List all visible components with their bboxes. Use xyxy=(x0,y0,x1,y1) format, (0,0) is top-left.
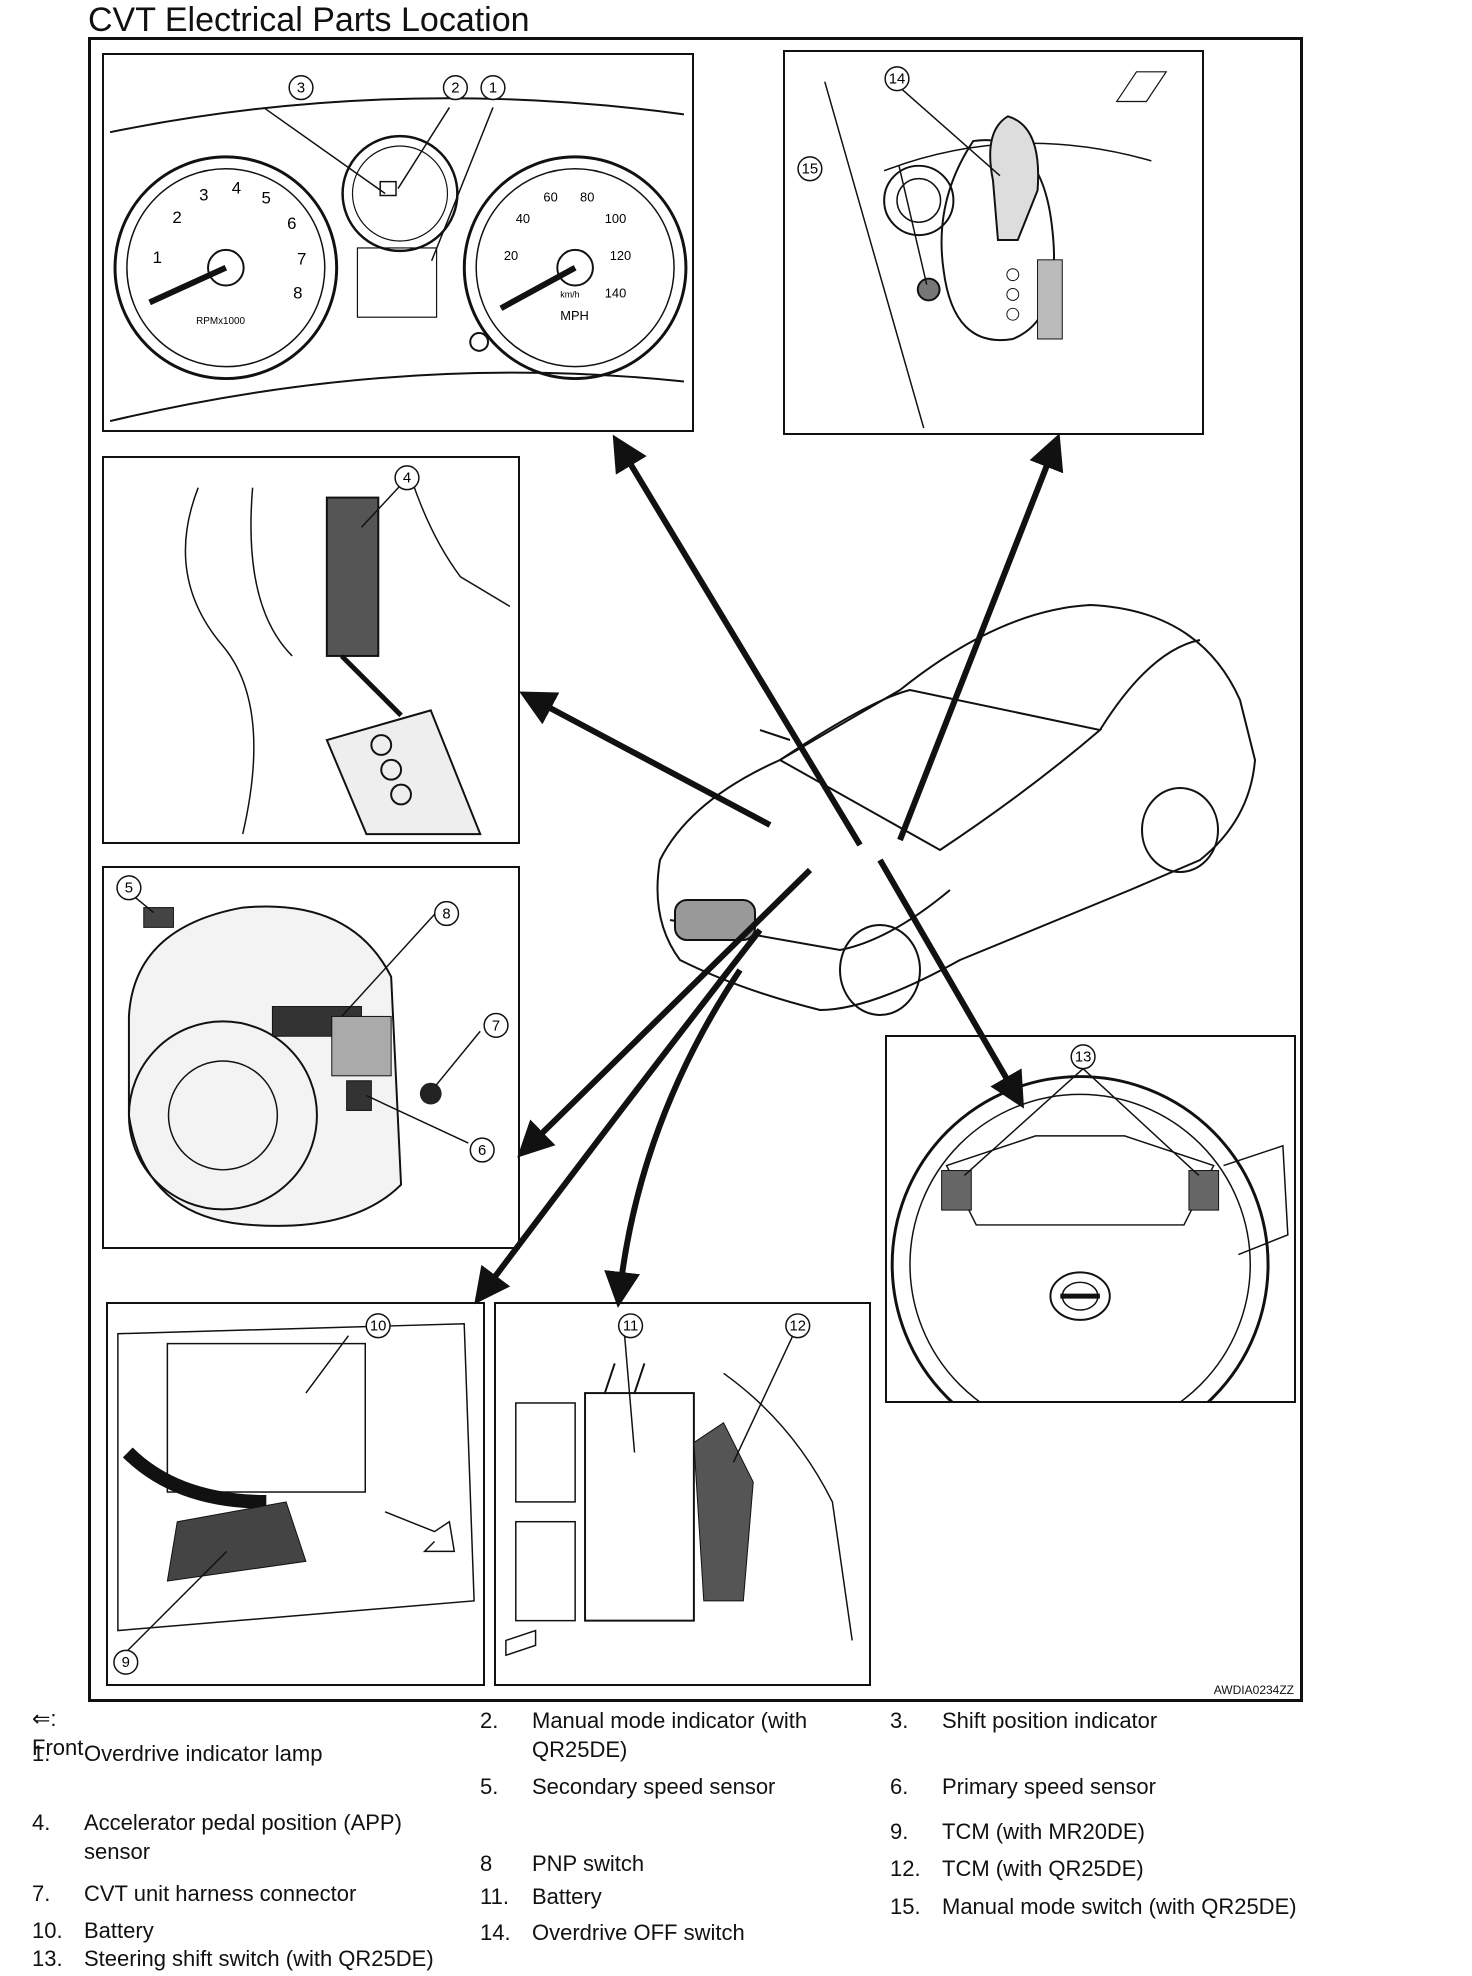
svg-text:12: 12 xyxy=(790,1319,807,1335)
callout-11: 11 xyxy=(617,1313,644,1339)
callout-12: 12 xyxy=(785,1313,811,1339)
battery-tcm-mr20de-illustration: 10 9 xyxy=(113,1313,475,1675)
svg-text:6: 6 xyxy=(287,214,296,233)
svg-text:MPH: MPH xyxy=(560,308,589,323)
svg-text:13: 13 xyxy=(1075,1050,1092,1066)
cvt-unit-illustration: 5 8 7 6 xyxy=(116,875,509,1227)
svg-text:7: 7 xyxy=(297,250,306,269)
svg-text:2: 2 xyxy=(172,208,181,227)
svg-text:7: 7 xyxy=(492,1018,500,1034)
callout-5: 5 xyxy=(116,875,142,901)
svg-text:km/h: km/h xyxy=(560,289,579,299)
image-code: AWDIA0234ZZ xyxy=(1213,1683,1294,1697)
callout-1: 1 xyxy=(480,75,506,101)
svg-text:140: 140 xyxy=(605,285,626,300)
svg-text:3: 3 xyxy=(297,81,305,97)
svg-text:4: 4 xyxy=(403,471,411,487)
callout-7: 7 xyxy=(483,1012,509,1038)
svg-text:80: 80 xyxy=(580,189,594,204)
callout-3: 3 xyxy=(288,75,314,101)
svg-text:60: 60 xyxy=(543,189,557,204)
svg-text:40: 40 xyxy=(516,211,530,226)
svg-text:RPMx1000: RPMx1000 xyxy=(196,316,245,327)
svg-text:6: 6 xyxy=(478,1143,486,1159)
svg-text:1: 1 xyxy=(153,248,162,267)
callout-9: 9 xyxy=(113,1649,139,1675)
svg-text:8: 8 xyxy=(442,906,450,922)
svg-text:4: 4 xyxy=(232,179,241,198)
svg-text:120: 120 xyxy=(610,248,631,263)
diagram-frame: AWDIA0234ZZ xyxy=(88,37,1303,1702)
svg-text:11: 11 xyxy=(623,1319,638,1335)
shifter-illustration: 14 15 xyxy=(797,66,1168,429)
svg-text:5: 5 xyxy=(261,188,270,207)
svg-text:1: 1 xyxy=(489,81,497,97)
panel-steering-wheel: 13 xyxy=(885,1035,1296,1403)
callout-13: 13 xyxy=(1070,1044,1096,1070)
callout-15: 15 xyxy=(797,156,823,182)
panel-shifter: 14 15 xyxy=(783,50,1204,435)
battery-tcm-qr25de-illustration: 11 12 xyxy=(505,1313,853,1657)
svg-text:100: 100 xyxy=(605,211,626,226)
callout-6: 6 xyxy=(469,1137,495,1163)
panel-app-sensor: 4 xyxy=(102,456,520,844)
svg-text:20: 20 xyxy=(504,248,518,263)
svg-text:14: 14 xyxy=(889,72,906,88)
callout-2: 2 xyxy=(442,75,469,101)
legend: ⇐: Front 1.Overdrive indicator lamp 2.Ma… xyxy=(32,1706,1297,1971)
panel-instrument-cluster: 3 2 1 1 2 3 4 5 6 7 8 RPMx1000 20 40 60 … xyxy=(102,53,694,432)
steering-wheel-illustration: 13 xyxy=(890,1044,1289,1401)
callout-4: 4 xyxy=(394,465,420,491)
svg-text:8: 8 xyxy=(293,283,302,302)
instrument-cluster-illustration: 3 2 1 1 2 3 4 5 6 7 8 RPMx1000 20 40 60 … xyxy=(109,75,688,423)
callout-14: 14 xyxy=(884,66,910,92)
svg-text:15: 15 xyxy=(802,162,819,178)
svg-text:10: 10 xyxy=(370,1319,387,1335)
svg-text:9: 9 xyxy=(122,1655,130,1671)
panel-battery-tcm-qr25de: 11 12 xyxy=(494,1302,871,1686)
svg-text:2: 2 xyxy=(451,81,459,97)
app-sensor-illustration: 4 xyxy=(184,465,511,836)
panel-cvt-unit: 5 8 7 6 xyxy=(102,866,520,1249)
page-title: CVT Electrical Parts Location xyxy=(88,1,530,39)
svg-text:3: 3 xyxy=(199,185,208,204)
callout-8: 8 xyxy=(433,900,460,927)
panel-battery-tcm-mr20de: 10 9 xyxy=(106,1302,485,1686)
callout-10: 10 xyxy=(365,1313,391,1339)
svg-text:5: 5 xyxy=(125,881,133,897)
